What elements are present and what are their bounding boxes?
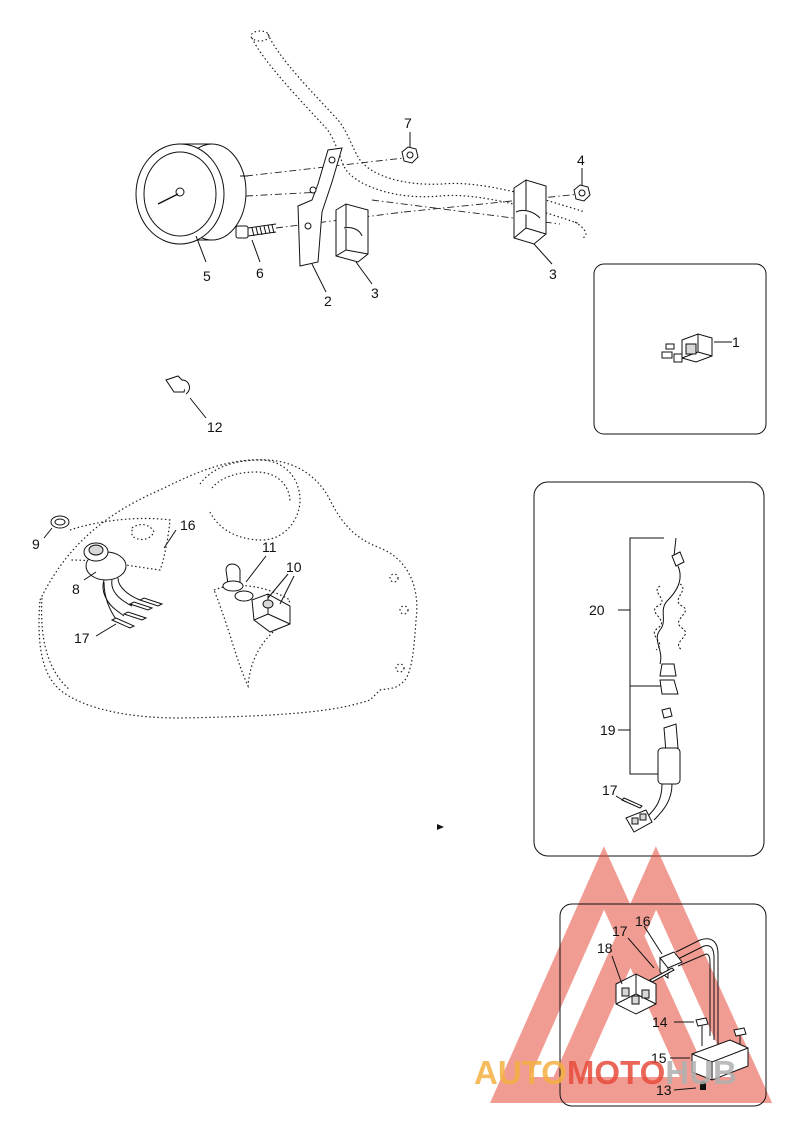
nut-part-7 [401,146,419,164]
callout-1: 1 [732,334,740,350]
grommet-part-9: 9 [32,515,70,552]
watermark-moto: MOTO [567,1054,665,1091]
callout-17-left: 17 [74,630,90,646]
callout-12: 12 [207,419,223,435]
callout-10: 10 [286,559,302,575]
callout-3-right: 3 [549,266,557,282]
callout-2: 2 [324,293,332,309]
gauge-part-5 [135,143,248,245]
toggle-switch-part-10-11: 11 10 [222,539,302,633]
bracket-part-2 [297,147,343,267]
svg-text:AUTOMOTOHUB: AUTOMOTOHUB [474,1054,737,1091]
callout-16-inset: 16 [635,913,651,929]
lanyard-switch-part-19 [625,707,681,833]
callout-14: 14 [652,1014,668,1030]
watermark-hub: HUB [665,1054,737,1091]
gauge-mount-assembly: 7 4 5 6 2 3 3 [135,30,591,309]
callout-4: 4 [577,152,585,168]
callout-16-left: 16 [180,517,196,533]
watermark-text: AUTOMOTOHUB [474,1054,737,1091]
callout-3-left: 3 [371,285,379,301]
inset-box-lanyard: 20 19 17 [533,481,765,857]
switch-part-1 [661,333,713,363]
bolt-part-6 [235,223,277,239]
plate-part-15 [691,1039,749,1081]
bulb-part-12: 12 [165,375,223,435]
callout-19: 19 [600,722,616,738]
terminals-part-17: 17 [74,581,136,646]
watermark-triangle-right-icon [542,846,773,1103]
connector-housing-part-18 [615,973,657,1015]
nut-part-4 [573,184,591,202]
inset-box-connector: 16 17 18 14 15 13 [559,903,767,1107]
watermark-auto: AUTO [474,1054,567,1091]
lanyard-coil-part-20 [653,537,686,695]
callout-9: 9 [32,536,40,552]
dashboard-console [38,459,418,719]
callout-20: 20 [589,602,605,618]
callout-11: 11 [262,539,277,555]
clamp-block-part-3-left [335,203,369,263]
arrow-marker-icon [437,824,444,830]
callout-7: 7 [404,115,412,131]
callout-18: 18 [597,940,613,956]
callout-17-inset: 17 [602,782,618,798]
callout-5: 5 [203,268,211,284]
ignition-switch-part-8: 8 [72,542,164,621]
callout-8: 8 [72,581,80,597]
callout-13: 13 [656,1082,672,1098]
screw-part-14 [695,1017,747,1054]
callout-17-inset-small: 17 [612,923,628,939]
inset-box-part-1: 1 [593,263,767,435]
callout-15: 15 [651,1050,667,1066]
callout-6: 6 [256,265,264,281]
clamp-block-part-3-right [513,179,547,245]
nut-part-13-icon [700,1081,706,1090]
